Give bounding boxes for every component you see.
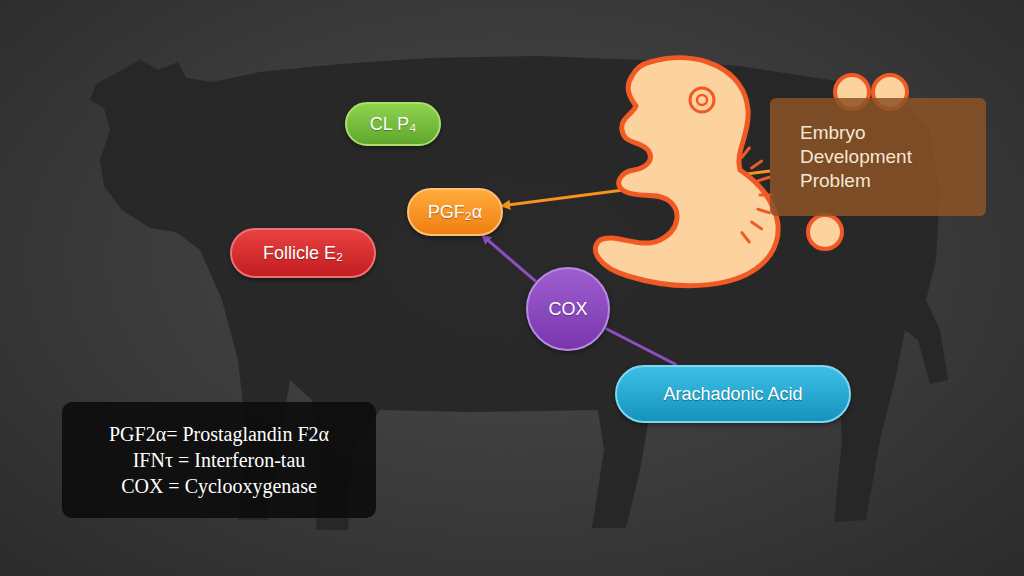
node-label: Arachadonic Acid [663,384,802,405]
abbreviation-line: COX = Cyclooxygenase [121,473,317,499]
embryo-eye [690,88,714,112]
substrate-pill: Arachadonic Acid [615,365,851,423]
somite-marks [742,148,772,242]
hormone-pill: CL P₄ [345,102,441,146]
connector-arrow [605,328,676,365]
somite-stroke [758,177,769,181]
node-label: COX [548,299,587,320]
embryo-eye-inner [697,95,707,105]
hormone-pill: Follicle E₂ [230,228,376,278]
node-label: Follicle E₂ [263,243,343,264]
somite-stroke [742,233,749,242]
abbreviation-line: IFNτ = Interferon-tau [133,447,306,473]
embryo-body [595,58,778,286]
somite-stroke [752,222,762,229]
hormone-pill: PGF₂α [407,188,503,236]
decor-circle [808,215,842,249]
somite-stroke [752,161,762,168]
problem-box: Embryo Development Problem [770,98,986,216]
abbreviation-line: PGF2α= Prostaglandin F2α [109,421,329,447]
abbreviation-box: PGF2α= Prostaglandin F2αIFNτ = Interfero… [62,402,376,518]
enzyme-circle: COX [526,267,610,351]
node-label: PGF₂α [428,202,482,223]
somite-stroke [742,148,749,157]
node-label: CL P₄ [370,114,417,135]
cow-body [90,56,948,530]
node-label: Embryo Development Problem [800,121,925,192]
connector-arrow [483,236,536,282]
somite-stroke [758,209,769,213]
